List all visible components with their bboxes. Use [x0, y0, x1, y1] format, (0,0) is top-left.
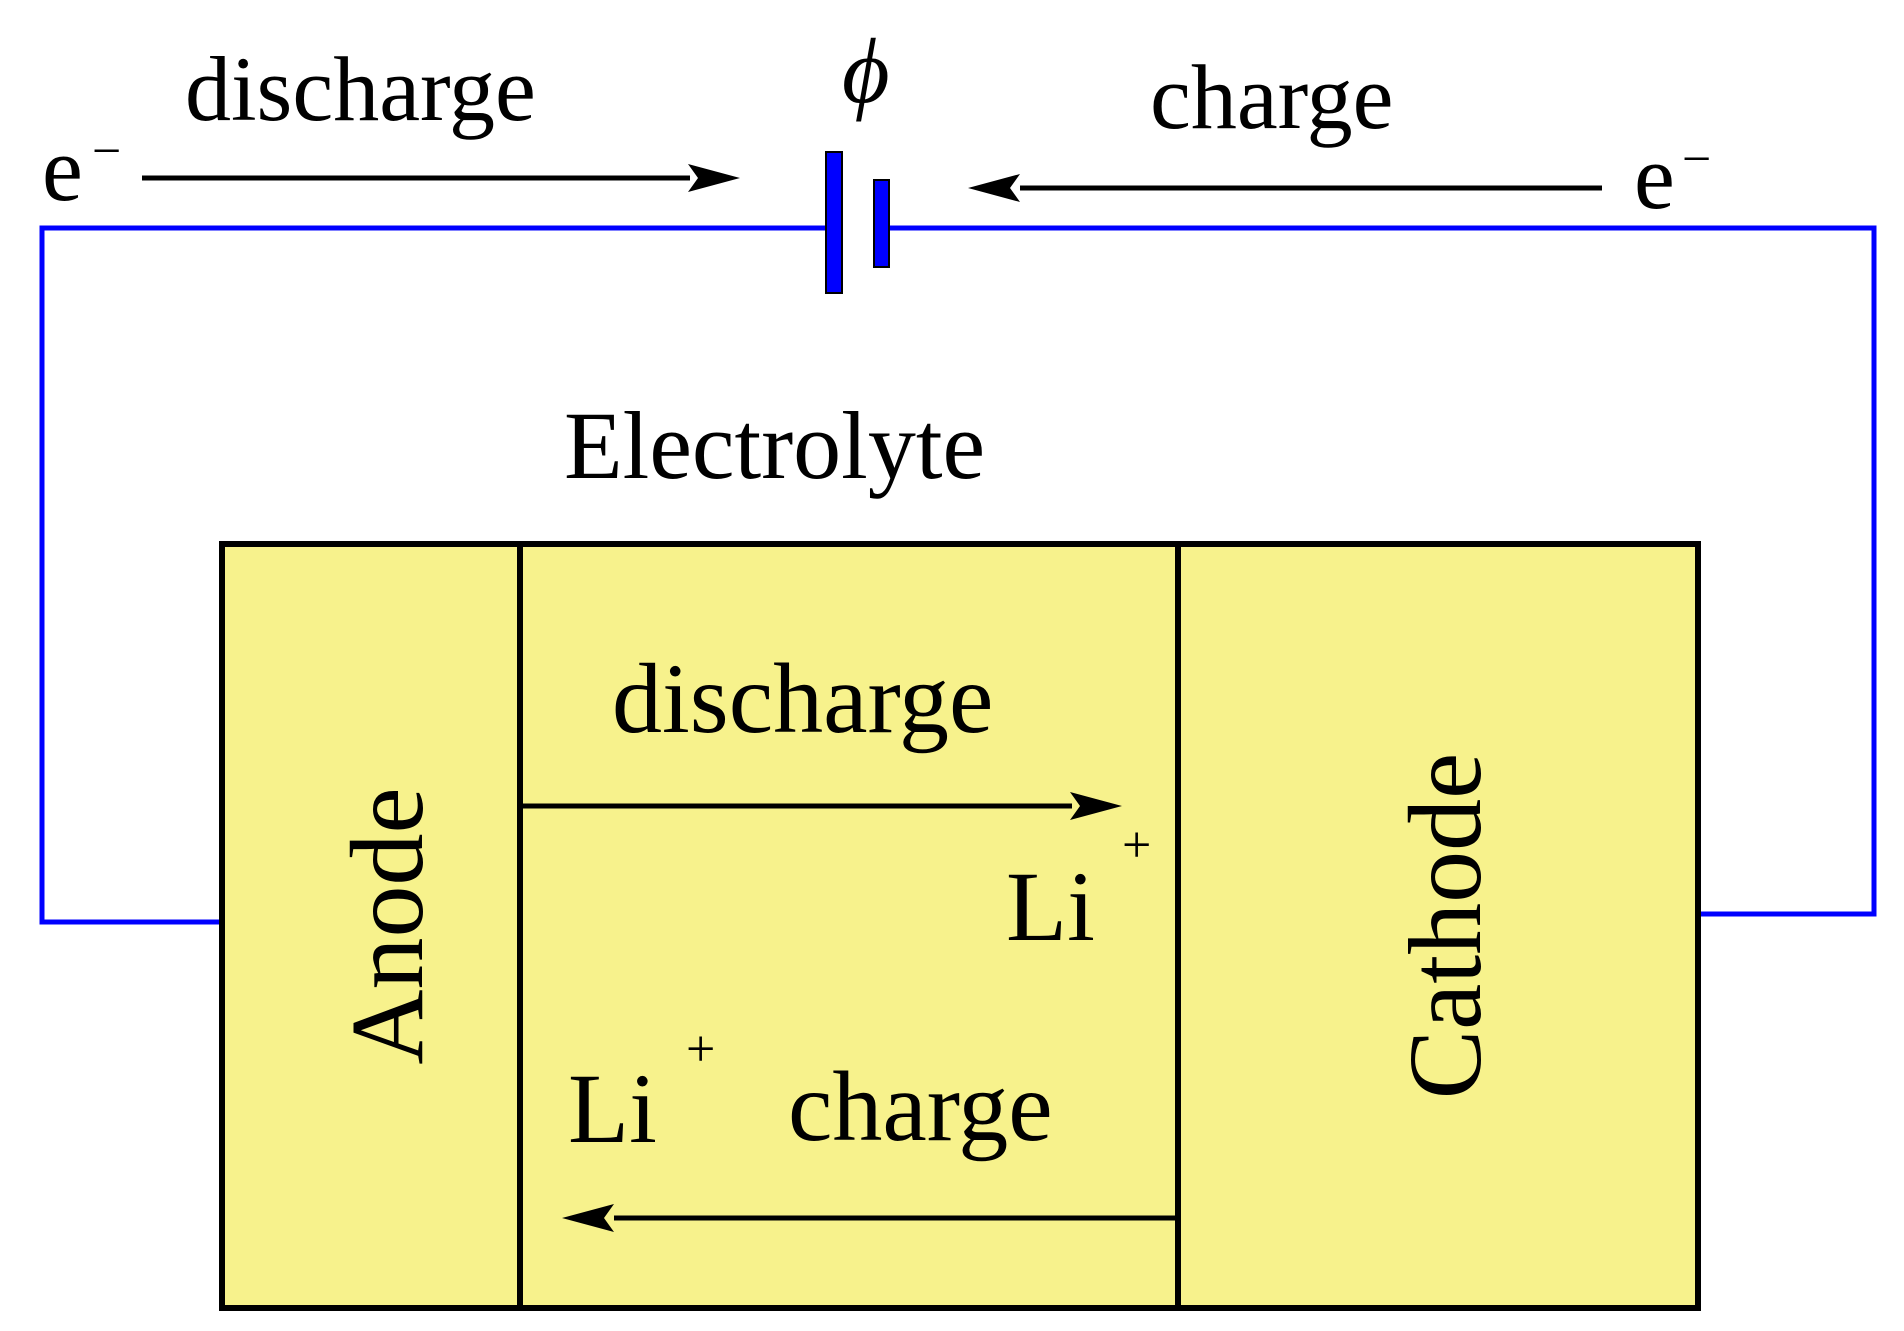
cell-outline	[219, 541, 1701, 1311]
li-ion-left-label: Li +	[568, 1021, 715, 1164]
anode-label: Anode	[330, 787, 445, 1064]
electron-left-sup: −	[92, 123, 121, 180]
charge-inner-label: charge	[788, 1051, 1053, 1162]
li-left-symbol: Li	[568, 1053, 657, 1164]
li-left-sup: +	[686, 1021, 715, 1078]
electron-left-symbol: e	[42, 118, 83, 220]
external-circuit-left-wire	[39, 225, 832, 925]
li-right-symbol: Li	[1006, 851, 1095, 962]
li-ion-right-label: Li +	[1006, 817, 1151, 962]
electrolyte-label: Electrolyte	[564, 392, 985, 499]
charge-top-label: charge	[1150, 46, 1393, 148]
li-charge-arrow	[562, 1204, 1176, 1232]
discharge-top-label: discharge	[185, 38, 536, 140]
cathode-label: Cathode	[1388, 753, 1503, 1100]
battery-cell	[219, 541, 1701, 1311]
battery-long-plate	[825, 151, 843, 294]
electron-left-label: e −	[42, 118, 121, 220]
discharge-electron-arrow	[142, 164, 740, 192]
li-discharge-arrow	[522, 792, 1122, 820]
battery-short-plate	[873, 179, 890, 268]
external-circuit-right-wire	[884, 225, 1877, 917]
electron-right-sup: −	[1682, 131, 1711, 188]
electron-right-symbol: e	[1634, 126, 1675, 228]
li-right-sup: +	[1122, 817, 1151, 874]
phi-label: ϕ	[842, 20, 890, 122]
discharge-inner-label: discharge	[612, 643, 993, 754]
battery-symbol	[825, 151, 890, 294]
electron-right-label: e −	[1634, 126, 1711, 228]
charge-electron-arrow	[968, 174, 1602, 202]
